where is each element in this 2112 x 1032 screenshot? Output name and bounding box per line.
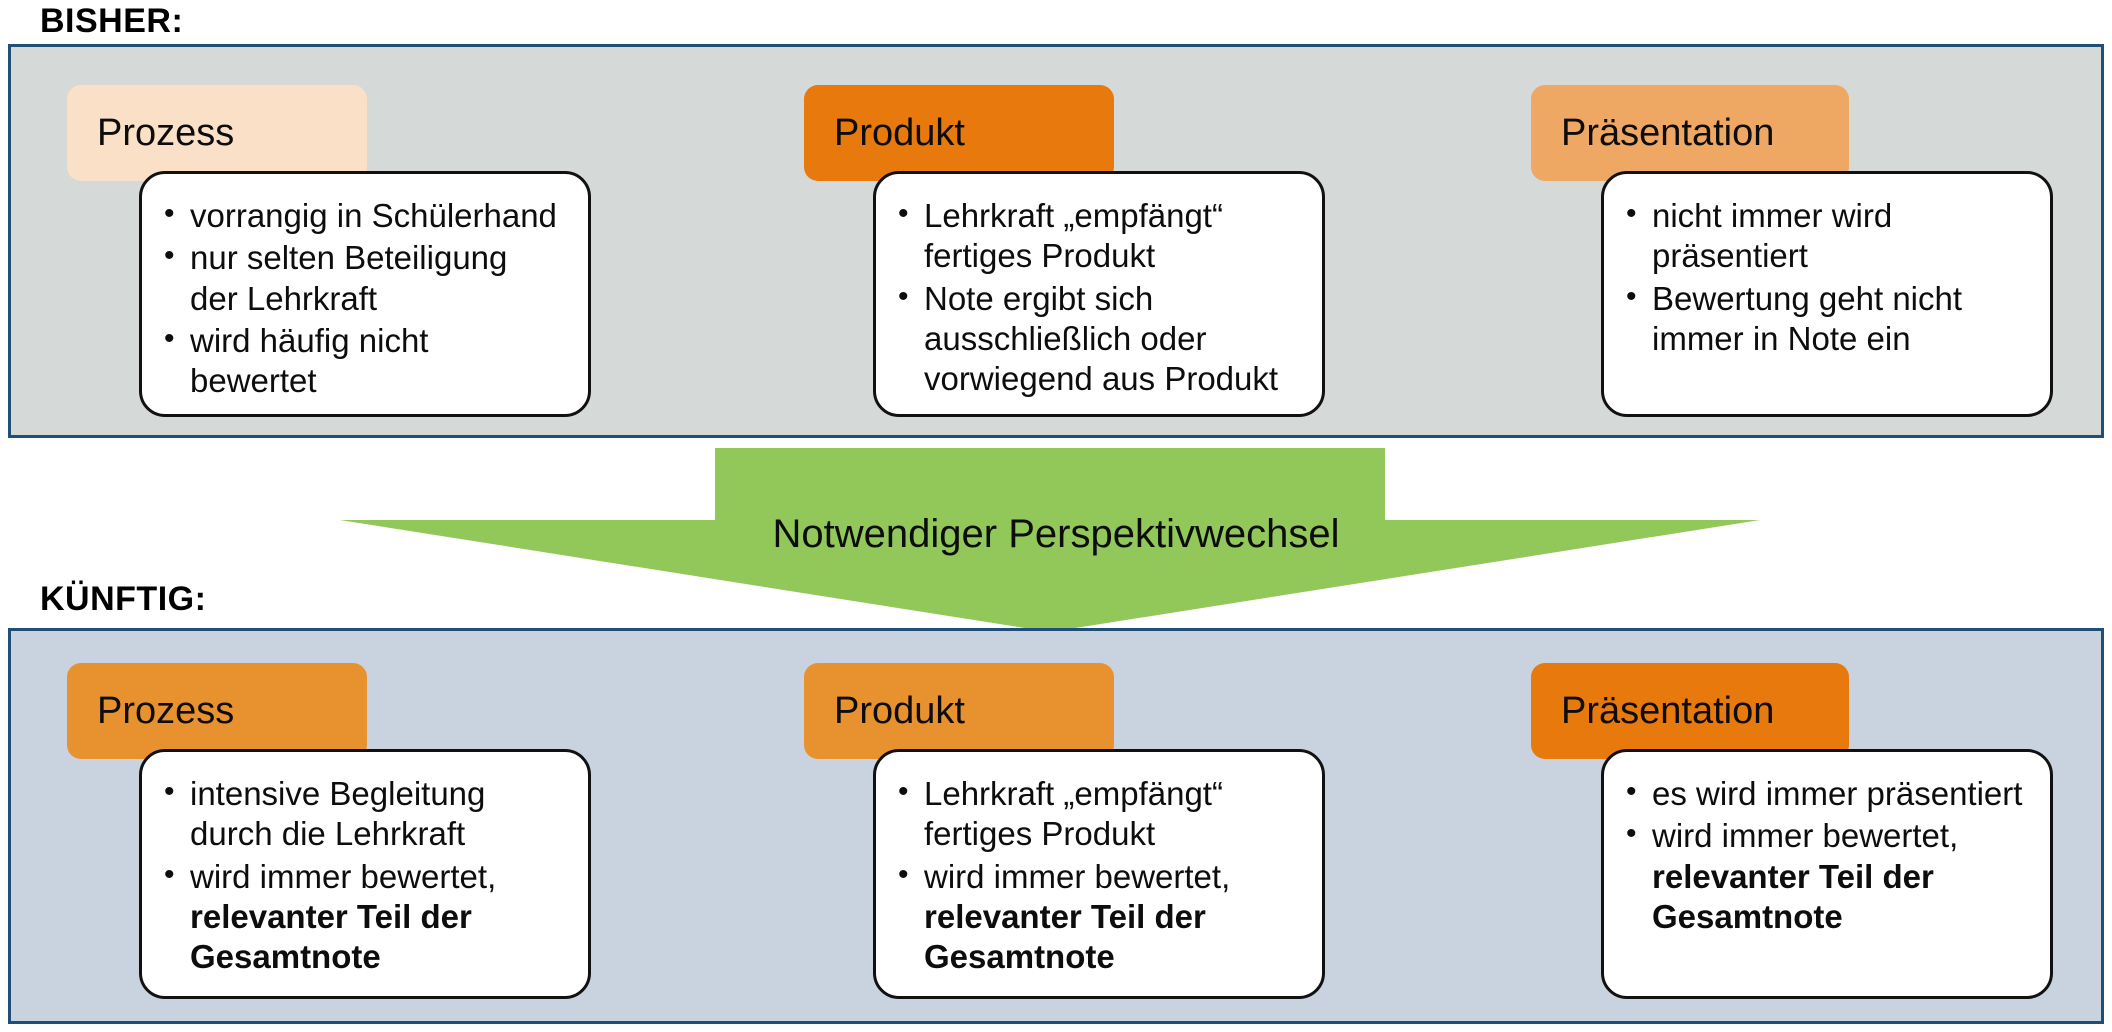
list-item: Bewertung geht nicht immer in Note ein bbox=[1622, 278, 2024, 360]
perspective-change-arrow bbox=[340, 448, 1760, 632]
tab-bisher-produkt[interactable]: Produkt bbox=[804, 85, 1114, 181]
section-caption-bisher: BISHER: bbox=[40, 2, 184, 40]
bullet-list: Lehrkraft „empfängt“ fertiges Produkt wi… bbox=[894, 773, 1296, 979]
list-item: Lehrkraft „empfängt“ fertiges Produkt bbox=[894, 773, 1296, 855]
list-item: wird immer bewertet, relevanter Teil der… bbox=[894, 856, 1296, 978]
panel-bisher: Prozess vorrangig in Schülerhand nur sel… bbox=[8, 44, 2104, 438]
tab-kuenftig-praesentation[interactable]: Präsentation bbox=[1531, 663, 1849, 759]
tab-kuenftig-prozess[interactable]: Prozess bbox=[67, 663, 367, 759]
list-item: wird häufig nicht bewertet bbox=[160, 320, 562, 402]
tab-label: Präsentation bbox=[1561, 690, 1775, 732]
panel-kuenftig: Prozess intensive Begleitung durch die L… bbox=[8, 628, 2104, 1024]
card-bisher-produkt: Lehrkraft „empfängt“ fertiges Produkt No… bbox=[873, 171, 1325, 417]
bullet-list: Lehrkraft „empfängt“ fertiges Produkt No… bbox=[894, 195, 1296, 401]
card-bisher-prozess: vorrangig in Schülerhand nur selten Bete… bbox=[139, 171, 591, 417]
tab-label: Prozess bbox=[97, 112, 235, 154]
section-caption-kuenftig: KÜNFTIG: bbox=[40, 580, 207, 618]
tab-bisher-prozess[interactable]: Prozess bbox=[67, 85, 367, 181]
tab-label: Prozess bbox=[97, 690, 235, 732]
list-item: Note ergibt sich ausschließlich oder vor… bbox=[894, 278, 1296, 400]
list-item: Lehrkraft „empfängt“ fertiges Produkt bbox=[894, 195, 1296, 277]
tab-label: Produkt bbox=[834, 112, 965, 154]
bullet-list: nicht immer wird präsentiert Bewertung g… bbox=[1622, 195, 2024, 361]
list-item: es wird immer präsentiert bbox=[1622, 773, 2024, 814]
list-item: vorrangig in Schülerhand bbox=[160, 195, 562, 236]
tab-kuenftig-produkt[interactable]: Produkt bbox=[804, 663, 1114, 759]
list-item: nur selten Beteiligung der Lehrkraft bbox=[160, 237, 562, 319]
card-kuenftig-prozess: intensive Begleitung durch die Lehrkraft… bbox=[139, 749, 591, 999]
bullet-list: es wird immer präsentiert wird immer bew… bbox=[1622, 773, 2024, 939]
list-item: wird immer bewertet, relevanter Teil der… bbox=[160, 856, 562, 978]
list-item: nicht immer wird präsentiert bbox=[1622, 195, 2024, 277]
card-kuenftig-praesentation: es wird immer präsentiert wird immer bew… bbox=[1601, 749, 2053, 999]
bullet-list: vorrangig in Schülerhand nur selten Bete… bbox=[160, 195, 562, 403]
card-kuenftig-produkt: Lehrkraft „empfängt“ fertiges Produkt wi… bbox=[873, 749, 1325, 999]
tab-label: Präsentation bbox=[1561, 112, 1775, 154]
list-item: intensive Begleitung durch die Lehrkraft bbox=[160, 773, 562, 855]
tab-label: Produkt bbox=[834, 690, 965, 732]
bullet-list: intensive Begleitung durch die Lehrkraft… bbox=[160, 773, 562, 979]
list-item: wird immer bewertet, relevanter Teil der… bbox=[1622, 815, 2024, 937]
tab-bisher-praesentation[interactable]: Präsentation bbox=[1531, 85, 1849, 181]
card-bisher-praesentation: nicht immer wird präsentiert Bewertung g… bbox=[1601, 171, 2053, 417]
